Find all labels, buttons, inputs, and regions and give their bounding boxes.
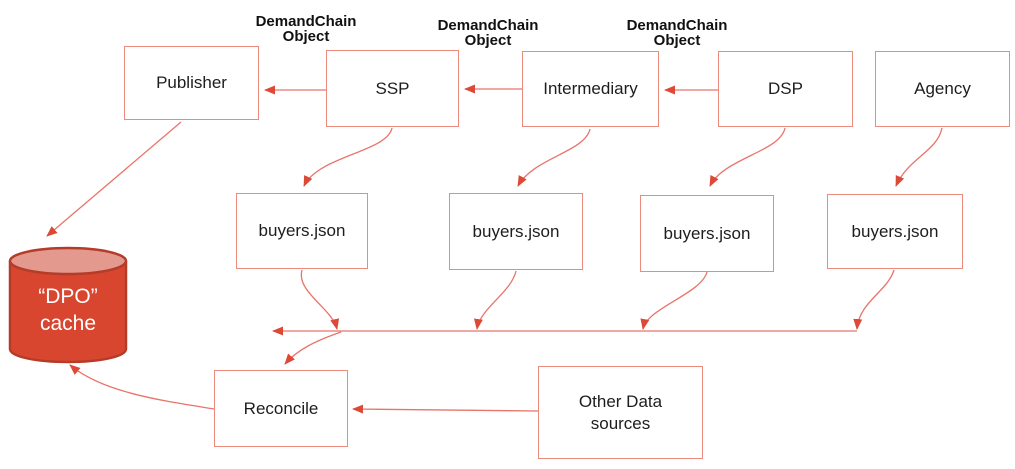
edge-label-line1: DemandChain xyxy=(437,17,539,34)
arrow-dsp-to-buyersjson-3 xyxy=(709,127,786,187)
arrow-buyersjson-2-to-collector-line xyxy=(473,270,517,330)
cylinder-top xyxy=(8,246,128,276)
other-data-line2: sources xyxy=(590,413,651,433)
arrow-other-data-to-reconcile xyxy=(352,404,539,414)
arrow-buyersjson-4-to-collector-line xyxy=(853,269,895,330)
arrow-agency-to-buyersjson-4 xyxy=(895,127,943,187)
node-intermediary-label: Intermediary xyxy=(543,79,638,99)
node-dsp-label: DSP xyxy=(768,79,803,99)
node-reconcile-label: Reconcile xyxy=(243,398,319,418)
node-agency: Agency xyxy=(875,51,1010,127)
arrow-ssp-to-buyersjson-1 xyxy=(303,127,393,187)
node-buyersjson-label: buyers.json xyxy=(663,223,751,243)
node-intermediary: Intermediary xyxy=(522,51,659,127)
dpo-cache-label: “DPO” cache xyxy=(9,283,127,337)
arrow-collector-to-reconcile xyxy=(284,331,342,365)
node-buyersjson-label: buyers.json xyxy=(258,221,346,241)
node-ssp-label: SSP xyxy=(375,78,410,98)
node-buyersjson-label: buyers.json xyxy=(472,221,560,241)
node-buyersjson-2: buyers.json xyxy=(449,193,583,270)
node-buyersjson-4: buyers.json xyxy=(827,194,963,269)
node-dsp: DSP xyxy=(718,51,853,127)
node-ssp: SSP xyxy=(326,50,459,127)
edge-label-demandchain-1: DemandChain Object xyxy=(236,14,376,44)
edge-label-demandchain-3: DemandChain Object xyxy=(607,18,747,48)
node-publisher-label: Publisher xyxy=(156,73,227,93)
edge-label-demandchain-2: DemandChain Object xyxy=(418,18,558,48)
dpo-cache-line2: cache xyxy=(39,312,97,335)
node-buyersjson-3: buyers.json xyxy=(640,195,774,272)
edge-label-line2: Object xyxy=(282,28,330,45)
node-buyersjson-1: buyers.json xyxy=(236,193,368,269)
node-agency-label: Agency xyxy=(914,79,971,99)
edge-label-line1: DemandChain xyxy=(626,17,728,34)
node-other-data-sources: Other Data sources xyxy=(538,366,703,459)
node-reconcile: Reconcile xyxy=(214,370,348,447)
arrow-buyersjson-1-to-collector-line xyxy=(300,269,340,330)
node-buyersjson-label: buyers.json xyxy=(851,221,939,241)
node-publisher: Publisher xyxy=(124,46,259,120)
arrow-buyersjson-3-to-collector-line xyxy=(640,271,708,330)
arrow-publisher-to-dpo-cache xyxy=(46,121,182,237)
edge-label-line2: Object xyxy=(653,32,701,49)
dpo-cache-line1: “DPO” xyxy=(38,285,98,308)
other-data-line1: Other Data xyxy=(578,392,663,412)
arrow-intermediary-to-buyersjson-2 xyxy=(517,128,591,187)
edge-label-line2: Object xyxy=(464,32,512,49)
arrow-reconcile-to-dpo-cache xyxy=(69,364,215,410)
dpo-cache-cylinder xyxy=(8,246,128,364)
node-other-data-label: Other Data sources xyxy=(579,391,662,434)
edge-label-line1: DemandChain xyxy=(255,13,357,30)
